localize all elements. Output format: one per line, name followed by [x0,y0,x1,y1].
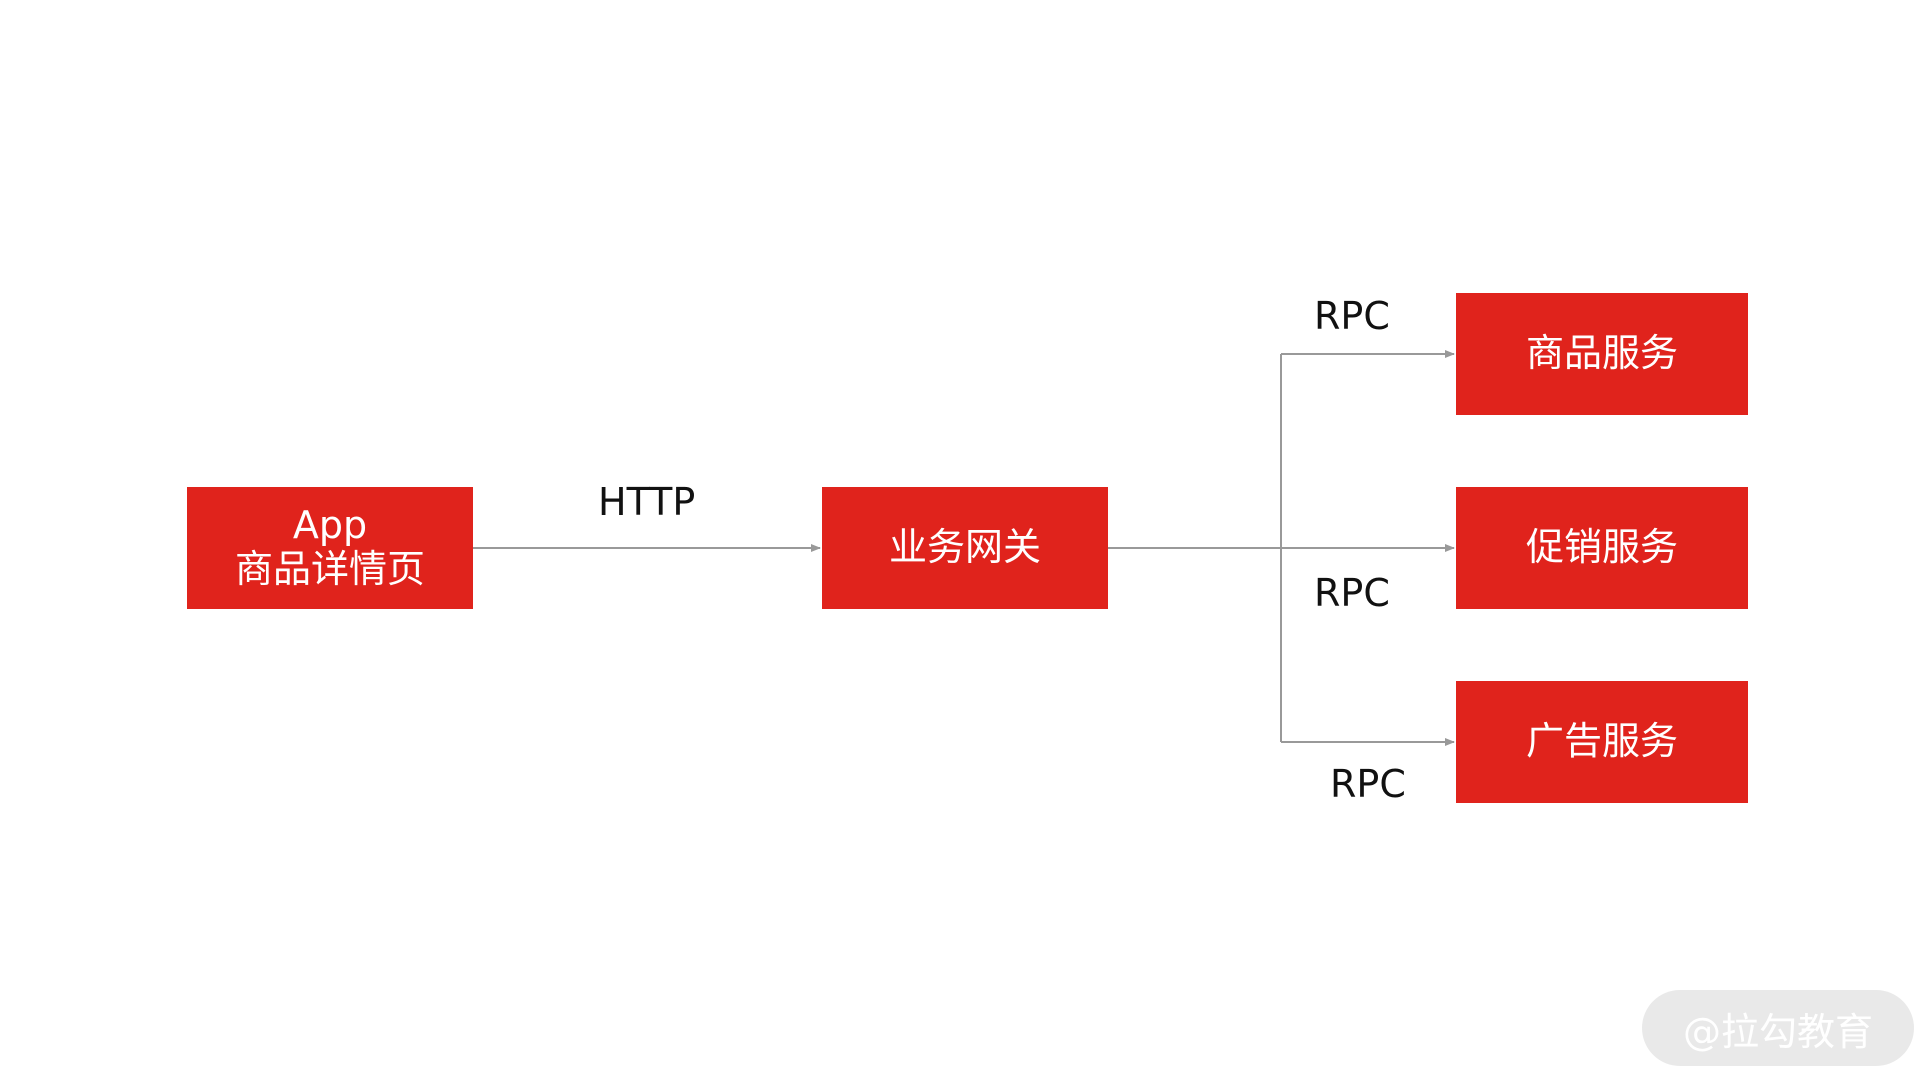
node-app-line2: 商品详情页 [234,547,425,591]
watermark-lagou: @拉勾教育 [1642,990,1914,1066]
node-promotion-service: 促销服务 [1456,487,1748,609]
node-product-label: 商品服务 [1525,331,1678,376]
node-app-line1: App [292,503,368,548]
node-app-product-detail: App 商品详情页 [187,487,473,609]
node-ads-label: 广告服务 [1525,719,1678,764]
node-business-gateway: 业务网关 [822,487,1108,609]
edge-label-rpc-ads: RPC [1330,762,1406,806]
edge-label-rpc-product: RPC [1314,294,1390,338]
node-ads-service: 广告服务 [1456,681,1748,803]
node-promo-label: 促销服务 [1525,525,1678,570]
edge-label-http: HTTP [598,480,696,524]
edge-label-rpc-promo: RPC [1314,571,1390,615]
node-gateway-label: 业务网关 [888,525,1041,570]
node-product-service: 商品服务 [1456,293,1748,415]
